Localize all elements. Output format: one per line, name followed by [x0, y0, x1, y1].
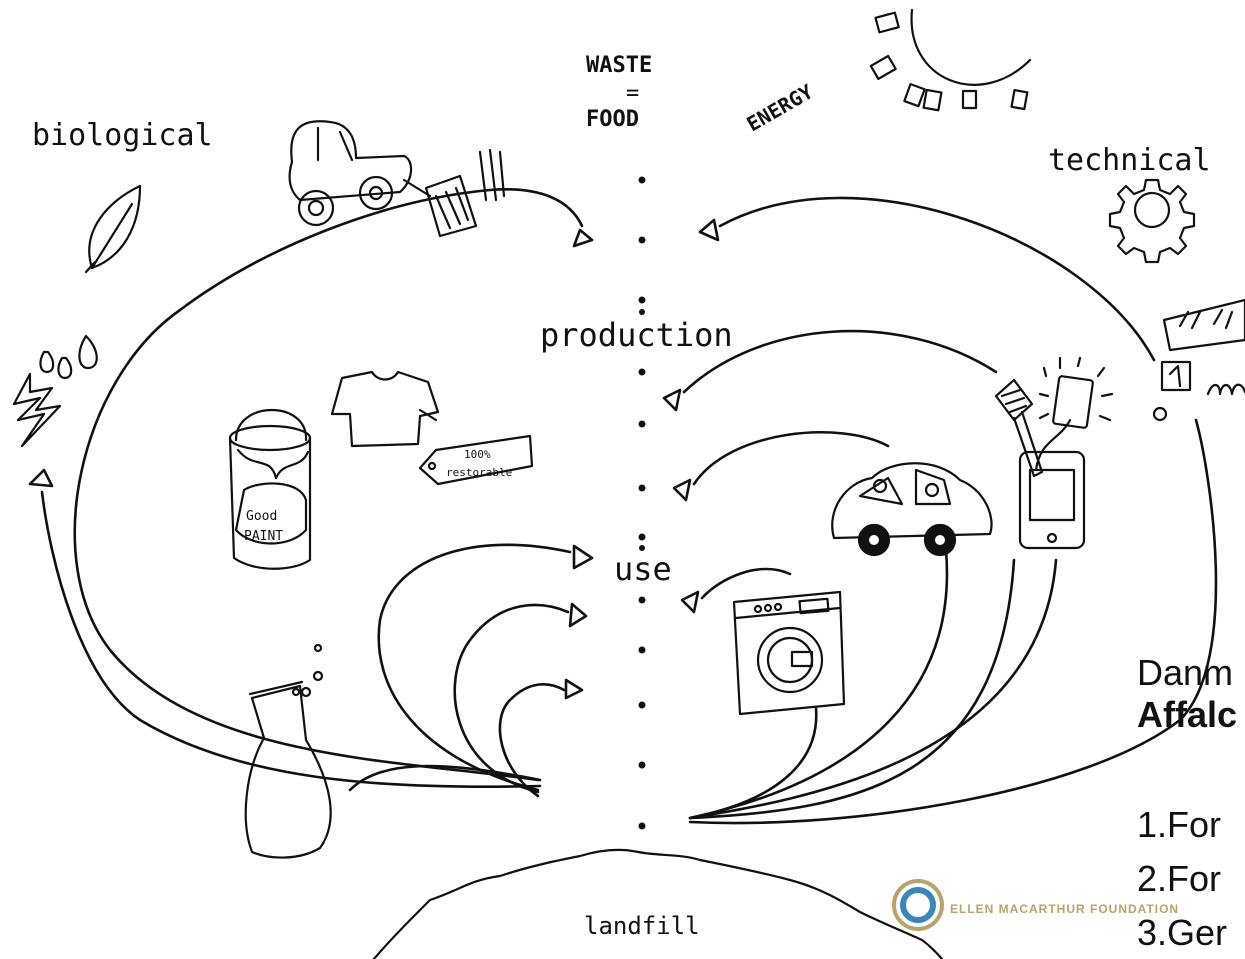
washing-machine-icon: [732, 590, 846, 716]
lightning-icon: [12, 372, 62, 448]
bio-inner-loops: [377, 543, 594, 798]
leaf-icon: [84, 184, 142, 274]
spatula-icon: [994, 378, 1044, 478]
side-list-item-3: 3.Ger: [1137, 912, 1228, 953]
sun-icon: [869, 8, 1032, 112]
paint-can-icon: Good PAINT: [228, 409, 312, 570]
label-food: FOOD: [586, 107, 639, 132]
tractor-icon: [288, 120, 506, 238]
phone-icon: [1018, 356, 1114, 550]
label-production: production: [540, 316, 733, 354]
label-energy: ENERGY: [743, 79, 818, 136]
tshirt-icon: [330, 370, 440, 448]
paint-text-paint: PAINT: [244, 529, 283, 544]
foundation-logo-icon: [892, 879, 944, 931]
center-dotted-line: [638, 176, 646, 830]
price-tag-icon: 100% restorable: [418, 434, 534, 486]
label-use: use: [614, 550, 672, 588]
bio-outer-loop: [28, 188, 594, 792]
side-list-item-1: 1.For: [1137, 804, 1222, 845]
panel-icon: [1152, 298, 1245, 422]
label-landfill: landfill: [584, 912, 700, 940]
label-equals: =: [626, 81, 639, 106]
tag-text-100: 100%: [464, 448, 491, 461]
gear-icon: [1108, 178, 1196, 264]
label-biological: biological: [32, 118, 213, 153]
tech-inner-loops: [662, 329, 1058, 820]
tag-text-restorable: restorable: [446, 466, 512, 479]
paint-text-good: Good: [246, 509, 277, 524]
label-waste: WASTE: [586, 53, 652, 78]
landfill-mound: [372, 848, 944, 959]
side-list-item-2: 2.For: [1137, 858, 1222, 899]
label-technical: technical: [1048, 143, 1211, 178]
water-drops-icon: [39, 334, 98, 380]
side-subheading: Affalc: [1137, 694, 1238, 735]
tech-outer-loop: [688, 196, 1218, 825]
car-icon: [831, 462, 993, 557]
foundation-logo-text: ELLEN MACARTHUR FOUNDATION: [950, 902, 1180, 916]
flask-icon: [244, 643, 332, 859]
side-heading: Danm: [1137, 652, 1234, 693]
